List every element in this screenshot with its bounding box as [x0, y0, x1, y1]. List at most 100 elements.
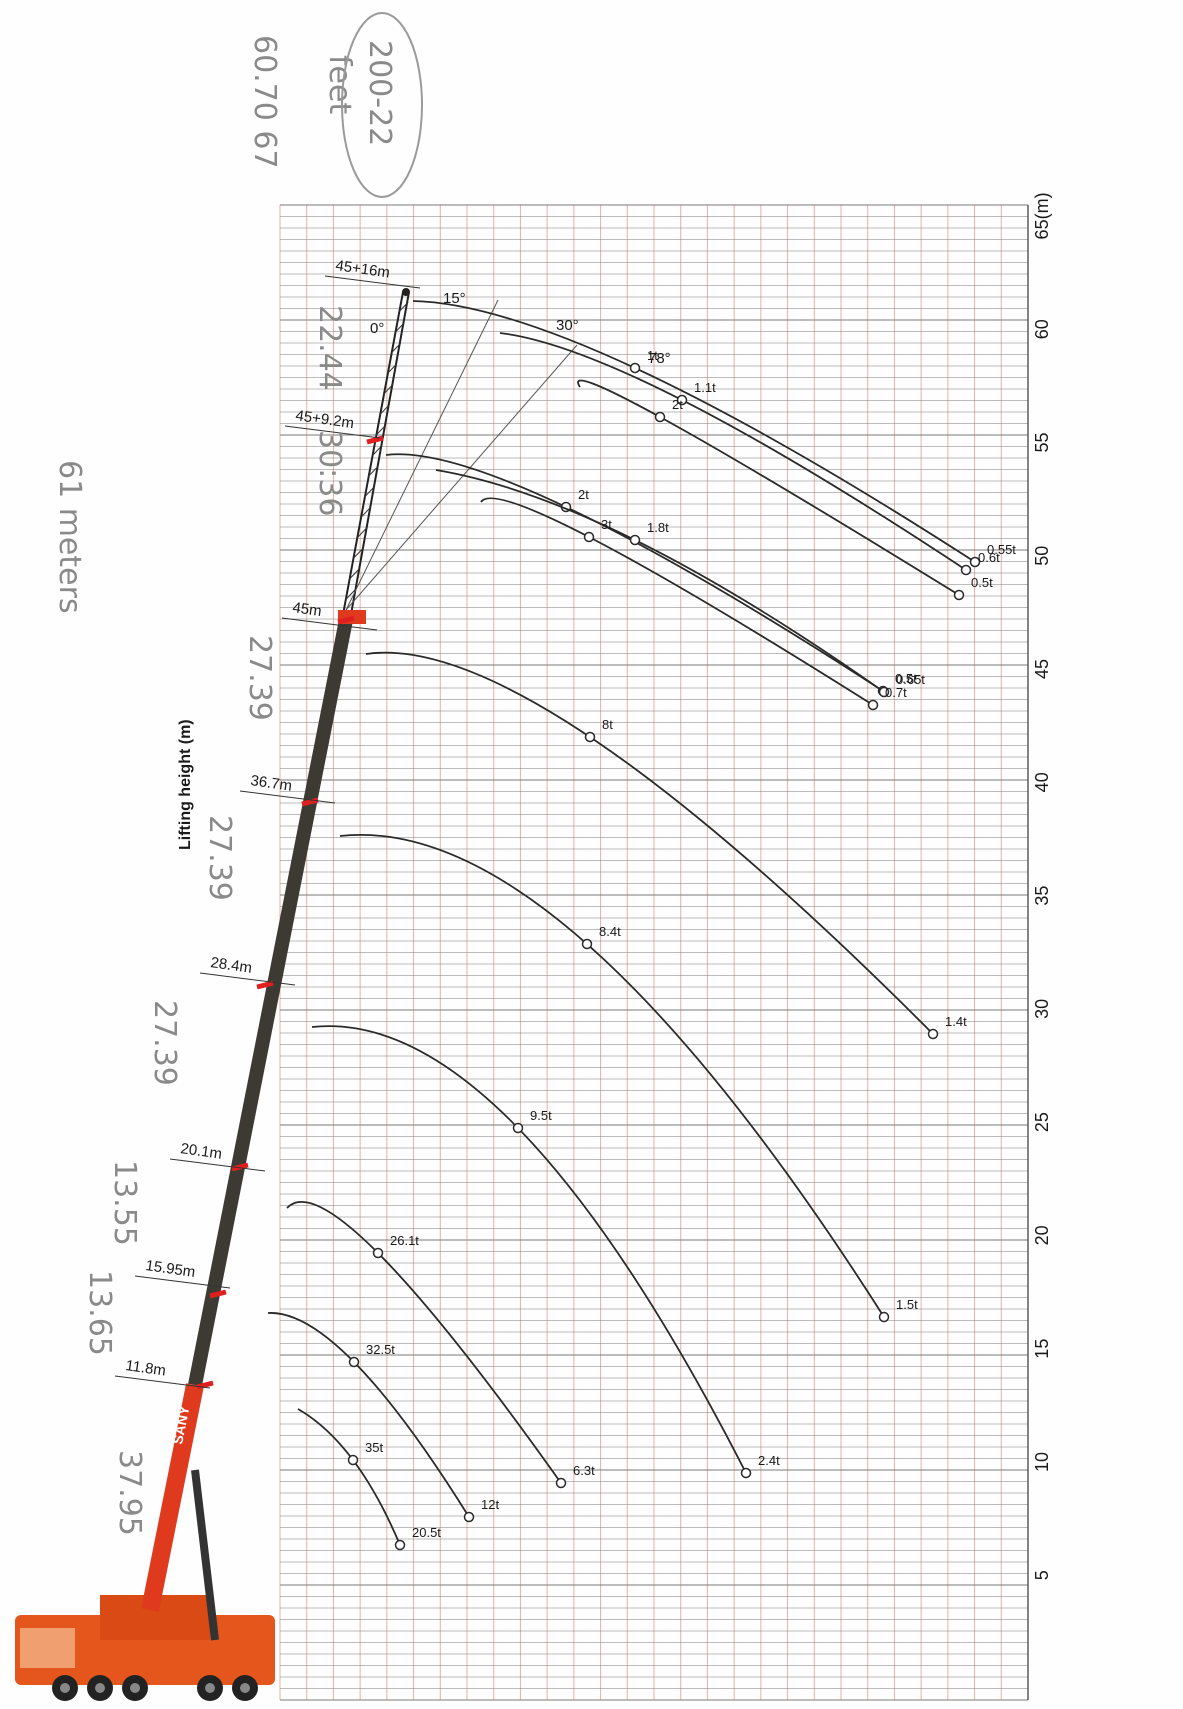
load-label: 6.3t: [573, 1463, 595, 1478]
load-curve: [435, 469, 885, 693]
boom-length-leader: [134, 1275, 231, 1289]
wheel-hub: [130, 1683, 140, 1693]
load-curve: [297, 1408, 401, 1546]
boom-length-label: 28.4m: [209, 954, 253, 977]
load-point: [348, 1356, 360, 1368]
load-curve: [577, 379, 960, 596]
load-point: [969, 556, 981, 568]
jib-lacing: [360, 506, 371, 518]
handwritten-note: 27.39: [147, 1000, 182, 1086]
load-curve: [365, 651, 934, 1035]
wheel-hub: [240, 1683, 250, 1693]
jib-angle-labels: 0°15°30°78°: [370, 290, 671, 367]
boom-length-leader: [169, 1158, 266, 1172]
jib-lacing: [375, 424, 386, 436]
jib-lacing: [397, 301, 409, 313]
height-tick-label: 5: [1032, 1570, 1052, 1580]
crane-illustration: [15, 1469, 275, 1701]
load-point: [654, 411, 666, 423]
jib-angle-label: 30°: [556, 317, 579, 334]
height-tick-label: 45: [1032, 659, 1052, 679]
section-marker: [256, 980, 274, 990]
jib-lacing: [371, 445, 383, 457]
boom-base-section: [141, 1383, 204, 1612]
load-point: [960, 564, 972, 576]
jib-angle-line: [345, 299, 499, 611]
jib-lacing: [364, 486, 375, 498]
load-point: [583, 531, 595, 543]
height-tick-label: 25: [1032, 1112, 1052, 1132]
wheel-hub: [60, 1683, 70, 1693]
load-curve: [286, 1201, 562, 1484]
jib-lacing: [352, 547, 364, 559]
load-point: [584, 731, 596, 743]
jib-lacing: [394, 322, 405, 334]
load-curve: [499, 332, 967, 571]
handwritten-note: 37.95: [112, 1450, 147, 1536]
load-label: 0.55t: [987, 542, 1016, 557]
jib-lacing: [386, 363, 398, 375]
boom-length-label: 36.7m: [249, 772, 293, 795]
load-point: [555, 1477, 567, 1489]
boom-length-label: 20.1m: [179, 1140, 223, 1163]
handwritten-note: 27.39: [202, 815, 237, 901]
load-label: 32.5t: [366, 1342, 395, 1357]
load-point: [953, 589, 965, 601]
boom: SANY: [141, 288, 410, 1612]
height-tick-label: 30: [1032, 999, 1052, 1019]
section-marker: [209, 1289, 227, 1299]
jib-angle-label: 78°: [648, 350, 671, 367]
wheel-hub: [205, 1683, 215, 1693]
load-label: 2t: [578, 487, 589, 502]
axis-title: Lifting height (m): [177, 719, 194, 850]
load-label: 20.5t: [412, 1525, 441, 1540]
handwritten-circle: [341, 12, 423, 198]
load-label: 1.8t: [647, 520, 669, 535]
load-point: [512, 1122, 524, 1134]
luffing-cylinder: [191, 1469, 219, 1641]
wheel-hub: [95, 1683, 105, 1693]
boom-length-leader: [324, 275, 421, 289]
jib-chord: [349, 291, 410, 621]
load-point: [927, 1028, 939, 1040]
handwritten-note: 13.55: [107, 1160, 142, 1246]
load-label: 2.4t: [758, 1453, 780, 1468]
load-curve: [412, 300, 976, 563]
boom-length-labels: 11.8m15.95m20.1m28.4m36.7m45m45+9.2m45+1…: [114, 257, 421, 1389]
jib-lacing: [367, 465, 379, 477]
load-label: 0.5t: [895, 671, 917, 686]
load-label: 3t: [601, 517, 612, 532]
jib-lacing: [349, 568, 360, 580]
height-tick-label: 15: [1032, 1339, 1052, 1359]
section-marker: [366, 435, 384, 445]
height-tick-label: 50: [1032, 546, 1052, 566]
height-tick-label: 40: [1032, 772, 1052, 792]
grid: [279, 204, 1029, 1701]
handwritten-note: 200-22: [362, 40, 397, 146]
load-point: [740, 1467, 752, 1479]
handwritten-note: 61 meters: [52, 460, 87, 614]
boom-length-leader: [281, 617, 378, 631]
brand-logo: SANY: [169, 1404, 192, 1446]
boom-length-leader: [239, 790, 336, 804]
load-point: [629, 534, 641, 546]
handwritten-note: 60.70 67: [247, 35, 282, 169]
handwritten-note: 30:36: [312, 430, 347, 516]
load-point: [867, 699, 879, 711]
height-tick-label: 35: [1032, 886, 1052, 906]
load-label: 0.65t: [896, 672, 925, 687]
y-axis-title: Lifting height (m): [177, 719, 194, 850]
load-label: 9.5t: [530, 1108, 552, 1123]
height-tick-label: 55: [1032, 432, 1052, 452]
handwritten-note: feet: [322, 55, 357, 114]
section-marker: [231, 1162, 249, 1172]
cab: [20, 1628, 75, 1668]
height-tick-label: 20: [1032, 1225, 1052, 1245]
handwritten-note: 27.39: [242, 635, 277, 721]
height-tick-label: 65(m): [1032, 192, 1052, 239]
load-label: 2t: [672, 397, 683, 412]
boom-main: [188, 618, 353, 1387]
load-label: 1.1t: [694, 380, 716, 395]
